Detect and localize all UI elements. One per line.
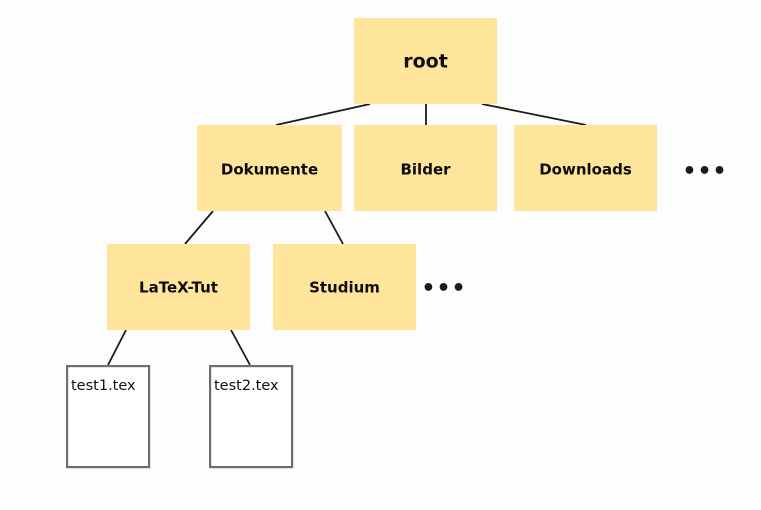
node-test1[interactable]: test1.tex	[65, 365, 151, 469]
node-test1-label: test1.tex	[71, 378, 136, 394]
edge-group	[107, 103, 587, 366]
node-bilder[interactable]: Bilder	[354, 125, 497, 211]
node-test1-box[interactable]	[65, 365, 151, 469]
node-bilder-box[interactable]	[354, 125, 497, 211]
node-downloads-box[interactable]	[514, 125, 657, 211]
node-bilder-label: Bilder	[400, 161, 451, 179]
edge-dokumente-studium	[324, 210, 344, 245]
node-dokumente-label: Dokumente	[221, 161, 318, 179]
node-root[interactable]: root	[354, 18, 497, 104]
node-test2[interactable]: test2.tex	[209, 365, 294, 469]
ellipsis-level1: •••	[682, 159, 727, 184]
node-latex-tut-box[interactable]	[107, 244, 250, 330]
node-root-label: root	[403, 51, 448, 73]
node-downloads[interactable]: Downloads	[514, 125, 657, 211]
node-dokumente[interactable]: Dokumente	[197, 125, 342, 211]
node-studium-box[interactable]	[273, 244, 416, 330]
node-studium-label: Studium	[309, 279, 380, 297]
node-test2-label: test2.tex	[214, 378, 279, 394]
edge-latex-tut-test1	[107, 329, 127, 366]
ellipsis-level2: •••	[421, 276, 466, 301]
node-latex-tut-label: LaTeX-Tut	[139, 279, 218, 297]
node-studium[interactable]: Studium	[273, 244, 416, 330]
node-test2-box[interactable]	[209, 365, 294, 469]
edge-dokumente-latex-tut	[184, 210, 214, 245]
node-dokumente-box[interactable]	[197, 125, 342, 211]
node-downloads-label: Downloads	[539, 161, 632, 179]
edge-root-dokumente	[275, 103, 371, 126]
node-latex-tut[interactable]: LaTeX-Tut	[107, 244, 250, 330]
node-root-box[interactable]	[354, 18, 497, 104]
edge-latex-tut-test2	[230, 329, 251, 366]
edge-root-downloads	[481, 103, 587, 126]
